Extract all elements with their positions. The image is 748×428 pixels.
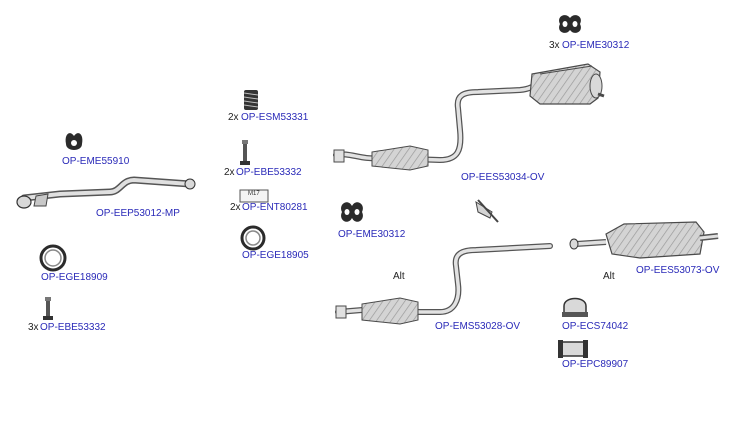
ebe53332-left-code[interactable]: OP-EBE53332 xyxy=(40,322,106,333)
rubber-hanger-left-icon[interactable] xyxy=(65,133,83,150)
front-pipe-part[interactable] xyxy=(16,176,196,209)
gasket-ring-mid-icon[interactable] xyxy=(240,225,266,251)
ebe53332-mid-qty: 2x xyxy=(224,167,235,178)
ege18909-code[interactable]: OP-EGE18909 xyxy=(41,272,108,283)
ebe53332-mid-code[interactable]: OP-EBE53332 xyxy=(236,167,302,178)
ees53034-code[interactable]: OP-EES53034-OV xyxy=(461,172,545,183)
ege18905-code[interactable]: OP-EGE18905 xyxy=(242,250,309,261)
ees53073-code[interactable]: OP-EES53073-OV xyxy=(636,265,720,276)
eme30312-top-code[interactable]: OP-EME30312 xyxy=(562,40,630,51)
rear-muffler-top-part[interactable] xyxy=(333,63,605,171)
gasket-ring-left-icon[interactable] xyxy=(39,244,67,272)
pipe-connector-icon[interactable] xyxy=(558,340,588,358)
eme30312-top-qty: 3x xyxy=(549,40,560,51)
spring-icon[interactable] xyxy=(243,90,259,110)
eme30312-mid-code[interactable]: OP-EME30312 xyxy=(338,229,406,240)
clamp-icon[interactable] xyxy=(562,297,588,318)
eme55910-code[interactable]: OP-EME55910 xyxy=(62,156,130,167)
alt-center-label: Alt xyxy=(393,271,405,282)
rubber-hanger-mid-icon[interactable] xyxy=(341,202,363,222)
middle-silencer-part[interactable] xyxy=(335,243,553,325)
epc89907-code[interactable]: OP-EPC89907 xyxy=(562,359,629,370)
bracket-icon[interactable] xyxy=(475,199,499,223)
ecs74042-code[interactable]: OP-ECS74042 xyxy=(562,321,629,332)
esm53331-qty: 2x xyxy=(228,112,239,123)
eep53012-code[interactable]: OP-EEP53012-MP xyxy=(96,208,180,219)
ent80281-box-tag: M17 xyxy=(248,191,260,197)
bolt-left-icon[interactable] xyxy=(43,297,53,320)
rear-muffler-right-part[interactable] xyxy=(569,221,719,259)
bolt-mid-icon[interactable] xyxy=(240,140,250,165)
ent80281-code[interactable]: OP-ENT80281 xyxy=(242,202,308,213)
alt-right-label: Alt xyxy=(603,271,615,282)
rubber-hanger-top-icon[interactable] xyxy=(559,15,581,33)
ems53028-code[interactable]: OP-EMS53028-OV xyxy=(435,321,521,332)
clamp-kit-box-icon[interactable] xyxy=(239,189,269,203)
ent80281-qty: 2x xyxy=(230,202,241,213)
esm53331-code[interactable]: OP-ESM53331 xyxy=(241,112,309,123)
ebe53332-left-qty: 3x xyxy=(28,322,39,333)
